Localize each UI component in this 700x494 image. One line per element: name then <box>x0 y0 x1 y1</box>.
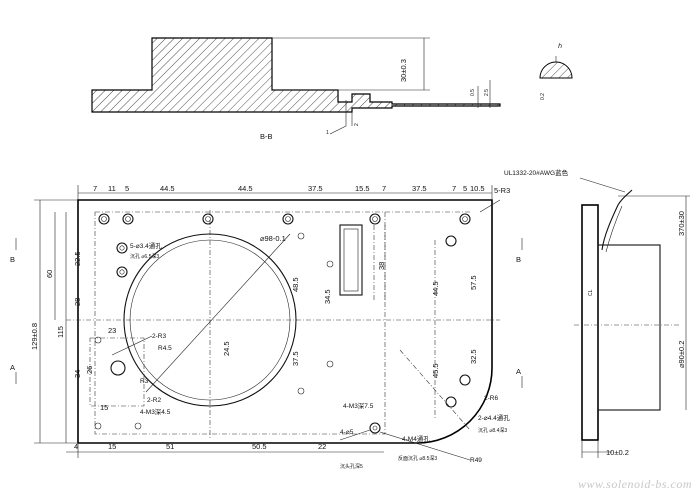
mount-hole <box>98 213 110 225</box>
bore-dim: ⌀98-0.1 <box>260 234 286 243</box>
mount-hole <box>122 213 134 225</box>
label-2r3: 2-R3 <box>152 333 166 340</box>
top-dim-4: 44.5 <box>160 184 175 193</box>
center-dim-24: 24.5 <box>222 341 231 356</box>
top-hole-row <box>98 213 471 225</box>
side-view: UL1332-20#AWG蓝色 370±30 ⌀90±0.2 CL 10±0.2 <box>504 168 690 458</box>
top-dim-11: 5 <box>463 184 467 193</box>
left-overall-dim: 129±0.8 <box>30 323 39 350</box>
right-hole <box>445 396 457 408</box>
label-m3-45: 4-M3深4.5 <box>140 407 171 416</box>
left-dim-15: 15 <box>100 403 108 412</box>
label-r3: R3 <box>140 378 149 385</box>
side-center-mark: CL <box>588 289 594 296</box>
bottom-dim-2: 15 <box>108 442 116 451</box>
label-2r2: 2-R2 <box>147 397 161 404</box>
left-dim-34: 34 <box>73 370 82 378</box>
right-hole <box>445 235 457 247</box>
label-holes-4: 4-⌀5 <box>340 429 354 436</box>
detail-dim: 0.2 <box>540 93 546 100</box>
top-dim-2: 11 <box>108 184 116 193</box>
label-holes-44: 2-⌀4.4通孔 <box>478 413 510 422</box>
right-dim-45: 45.5 <box>431 363 440 378</box>
m4-hole <box>369 422 381 434</box>
left-dim-26: 26 <box>85 366 94 374</box>
bottom-dim-3: 51 <box>166 442 174 451</box>
cable-length-dim: 370±30 <box>677 211 686 236</box>
section-dim-05: 0.5 <box>470 89 476 96</box>
cut-mark-a-right: A <box>516 367 521 376</box>
bottom-dim-4: 50.5 <box>252 442 267 451</box>
top-dim-6: 37.5 <box>308 184 323 193</box>
top-radius: 5-R3 <box>494 186 510 195</box>
mount-hole <box>459 213 471 225</box>
cable <box>601 189 633 251</box>
section-mark-1: 1 <box>326 130 329 136</box>
section-dim-25: 2.5 <box>484 89 490 96</box>
label-m4: 4-M4通孔 <box>402 434 430 443</box>
right-dim-44: 44.5 <box>431 281 440 296</box>
watermark: www.solenoid-bs.com <box>578 477 692 491</box>
label-holes-4-note: 沉头孔深5 <box>340 463 363 470</box>
top-dim-3: 5 <box>125 184 129 193</box>
cut-mark-a-left: A <box>10 363 15 372</box>
left-dim-22: 22.5 <box>73 251 82 266</box>
left-hole <box>116 242 128 254</box>
cable-spec: UL1332-20#AWG蓝色 <box>504 168 569 177</box>
center-dim-38: 38 <box>377 262 386 270</box>
left-mid-dim: 115 <box>56 326 65 338</box>
right-dim-57: 57.5 <box>469 275 478 290</box>
detail-mark: ℎ <box>558 42 562 50</box>
bore-circle <box>123 233 297 407</box>
side-width-dim: 10±0.2 <box>606 448 629 457</box>
bottom-dim-1: 4 <box>74 442 78 451</box>
section-height-dim: 30±0.3 <box>399 59 408 82</box>
top-dim-1: 7 <box>93 184 97 193</box>
mount-hole <box>202 213 214 225</box>
label-holes-5: 5-⌀3.4通孔 <box>130 241 162 250</box>
right-hole <box>459 374 471 386</box>
center-dim-34: 34.5 <box>323 289 332 304</box>
left-hole <box>116 266 128 278</box>
plate-outline <box>77 199 493 444</box>
top-dim-7: 15.5 <box>355 184 370 193</box>
section-bb-profile <box>91 37 501 113</box>
section-bb-view: 30±0.3 0.5 2.5 1 2 B-B <box>91 37 501 141</box>
top-dim-12: 10.5 <box>470 184 485 193</box>
detail-view: ℎ 0.2 <box>539 42 573 100</box>
section-dim-2: 2 <box>354 123 360 126</box>
label-m4-note: 反面沉孔 ⌀8.5深3 <box>398 455 437 462</box>
cut-mark-b-right: B <box>516 255 521 264</box>
terminal-window <box>339 224 363 296</box>
center-dim-48: 48.5 <box>291 277 300 292</box>
side-body <box>581 204 599 441</box>
mount-hole <box>369 213 381 225</box>
top-dim-5: 44.5 <box>238 184 253 193</box>
section-label: B-B <box>260 132 273 141</box>
side-dia-dim: ⌀90±0.2 <box>677 341 686 368</box>
left-dim-28: 28 <box>73 298 82 306</box>
left-dim-23: 23 <box>108 326 116 335</box>
top-dim-9: 37.5 <box>412 184 427 193</box>
label-holes-5b: 沉孔 ⌀6.5深3 <box>130 253 159 260</box>
label-2r6: 2-R6 <box>484 395 498 402</box>
slot-hole <box>110 360 126 376</box>
label-r49: R49 <box>470 457 482 464</box>
right-dim-32: 32.5 <box>469 349 478 364</box>
label-r45: R4.5 <box>158 345 172 352</box>
top-dim-10: 7 <box>452 184 456 193</box>
center-dim-37: 37.5 <box>291 351 300 366</box>
front-view: ⌀98-0.1 B <box>10 184 523 470</box>
cut-mark-b-left: B <box>10 255 15 264</box>
left-dim-60: 60 <box>45 270 54 278</box>
bottom-dim-5: 22 <box>318 442 326 451</box>
label-holes-44-note: 沉孔 ⌀8.4深3 <box>478 427 507 434</box>
label-m3-75: 4-M3深7.5 <box>343 401 374 410</box>
mount-hole <box>282 213 294 225</box>
top-dim-8: 7 <box>382 184 386 193</box>
